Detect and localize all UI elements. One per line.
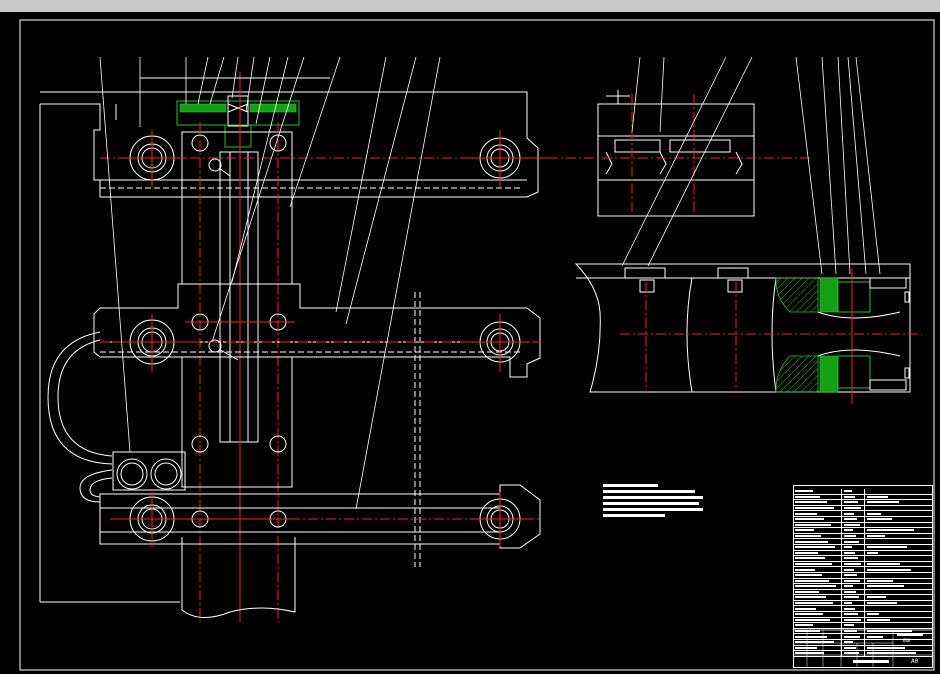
- parts-list-row: [793, 595, 933, 601]
- parts-list-row: [793, 578, 933, 585]
- parts-list-row: [793, 489, 933, 495]
- parts-list-row: [793, 589, 933, 596]
- note-line: [603, 484, 658, 487]
- parts-list-row: [793, 533, 933, 540]
- sheet-border: [19, 19, 935, 671]
- section-hatch-icon: [775, 277, 819, 393]
- parts-list-row: [793, 600, 933, 607]
- parts-list-row: [793, 494, 933, 501]
- cad-viewport[interactable]: mm A0: [0, 12, 940, 674]
- note-line: [603, 514, 665, 517]
- technical-notes: [603, 484, 713, 520]
- parts-list-row: [793, 634, 933, 641]
- handle-lever-icon: [208, 158, 239, 361]
- parts-list-row: [793, 522, 933, 529]
- detail-view-top: [548, 56, 812, 267]
- parts-list-row: [793, 606, 933, 613]
- parts-list-row: [793, 561, 933, 568]
- sheet-code: A0: [911, 658, 919, 665]
- note-line: [603, 502, 699, 505]
- parts-list-row: [793, 645, 933, 652]
- mechanical-assembly-drawing: [19, 19, 935, 671]
- parts-list-row: [793, 516, 933, 523]
- parts-list-row: [793, 511, 933, 517]
- parts-list-row: [793, 528, 933, 534]
- parts-list-row: [793, 628, 933, 635]
- unit-label: mm: [903, 637, 911, 644]
- note-line: [603, 496, 703, 499]
- parts-list-row: [793, 612, 933, 618]
- parts-list: [793, 489, 933, 657]
- parts-list-row: [793, 651, 933, 657]
- note-line: [603, 508, 703, 511]
- parts-list-row: [793, 584, 933, 590]
- parts-list-row: [793, 550, 933, 557]
- parts-list-row: [793, 567, 933, 573]
- parts-list-row: [793, 500, 933, 506]
- title-block: mm A0: [793, 485, 933, 668]
- main-view: [39, 56, 555, 622]
- parts-list-row: [793, 539, 933, 545]
- note-line: [603, 490, 695, 493]
- parts-list-row: [793, 505, 933, 512]
- parts-list-row: [793, 640, 933, 646]
- parts-list-row: [793, 572, 933, 579]
- parts-list-row: [793, 617, 933, 624]
- section-view: [574, 56, 922, 404]
- parts-list-row: [793, 544, 933, 551]
- parts-list-row: [793, 623, 933, 629]
- parts-list-row: [793, 556, 933, 562]
